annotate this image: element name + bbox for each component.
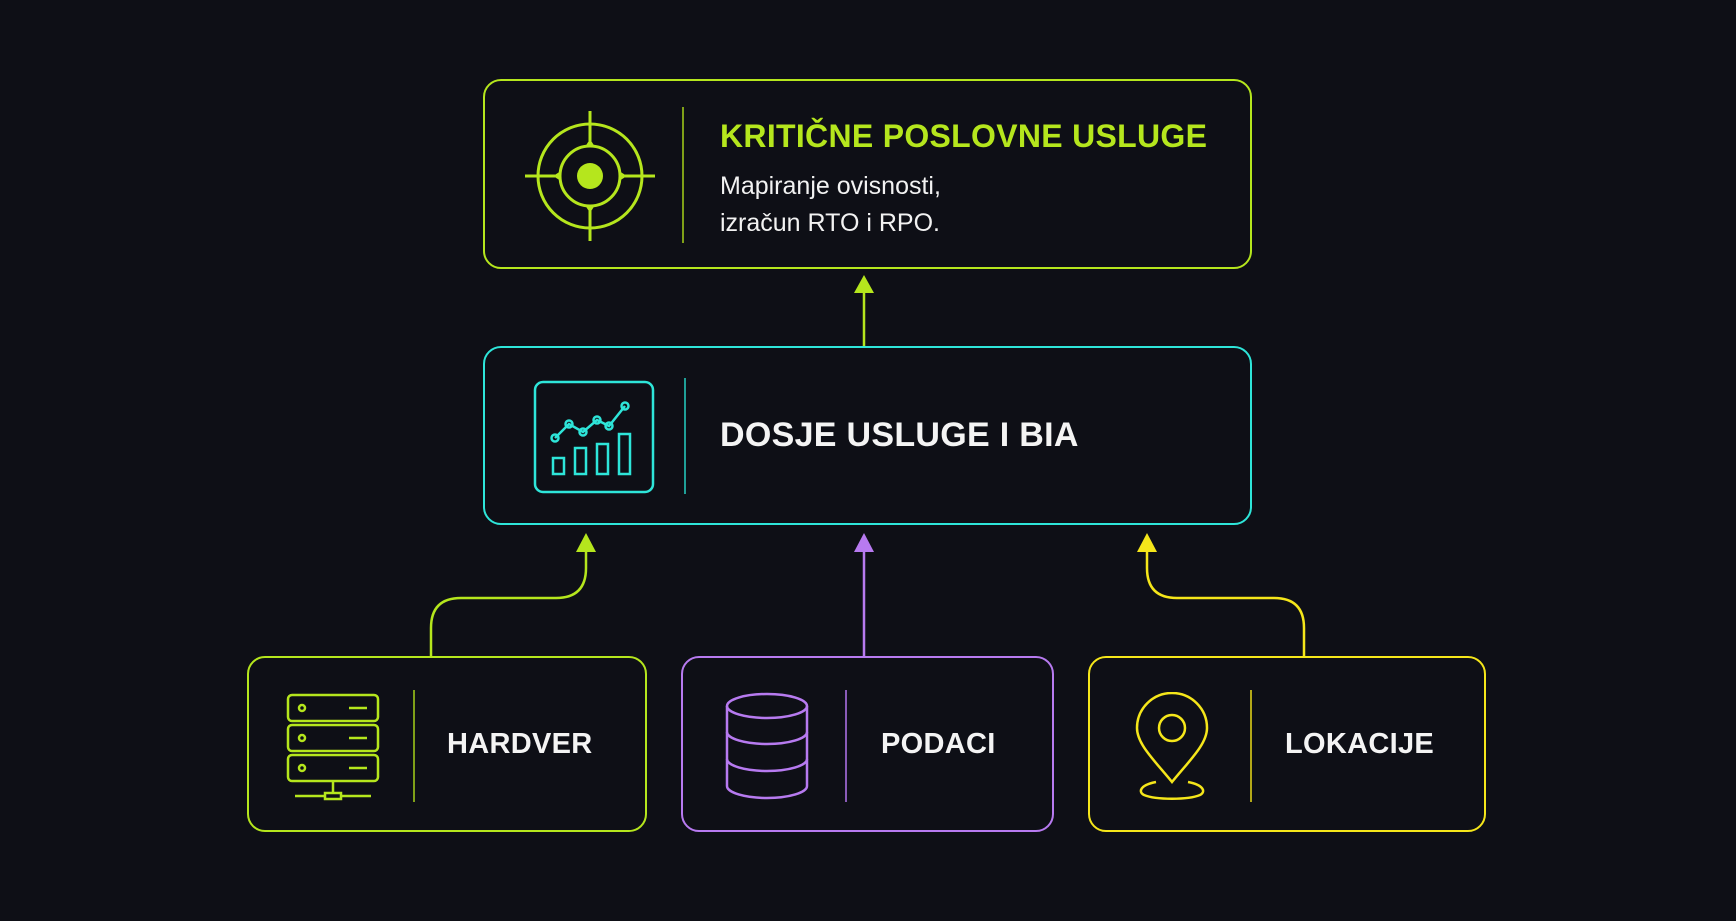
hardware-box: HARDVER — [247, 656, 647, 832]
box-title: DOSJE USLUGE I BIA — [720, 416, 1079, 454]
divider — [682, 107, 684, 243]
database-icon — [723, 692, 811, 807]
service-dossier-bia-box: DOSJE USLUGE I BIA — [483, 346, 1252, 525]
data-box: PODACI — [681, 656, 1054, 832]
box-description: Mapiranje ovisnosti, izračun RTO i RPO. — [720, 168, 941, 242]
locations-box: LOKACIJE — [1088, 656, 1486, 832]
divider — [845, 690, 847, 802]
target-icon — [523, 109, 657, 248]
divider — [1250, 690, 1252, 802]
box-title: PODACI — [881, 728, 996, 760]
location-pin-icon — [1134, 691, 1210, 807]
divider — [684, 378, 686, 494]
box-title: LOKACIJE — [1285, 728, 1435, 760]
divider — [413, 690, 415, 802]
box-title: KRITIČNE POSLOVNE USLUGE — [720, 118, 1208, 154]
arrow-data-to-middle — [854, 533, 874, 656]
description-line-1: Mapiranje ovisnosti, — [720, 172, 941, 200]
box-title: HARDVER — [447, 728, 593, 760]
server-rack-icon — [285, 692, 381, 807]
arrow-hardware-to-middle — [429, 533, 596, 656]
critical-business-services-box: KRITIČNE POSLOVNE USLUGE Mapiranje ovisn… — [483, 79, 1252, 269]
analytics-chart-icon — [533, 380, 655, 499]
arrow-middle-to-top — [854, 275, 874, 346]
arrow-locations-to-middle — [1137, 533, 1306, 656]
description-line-2: izračun RTO i RPO. — [720, 209, 940, 237]
